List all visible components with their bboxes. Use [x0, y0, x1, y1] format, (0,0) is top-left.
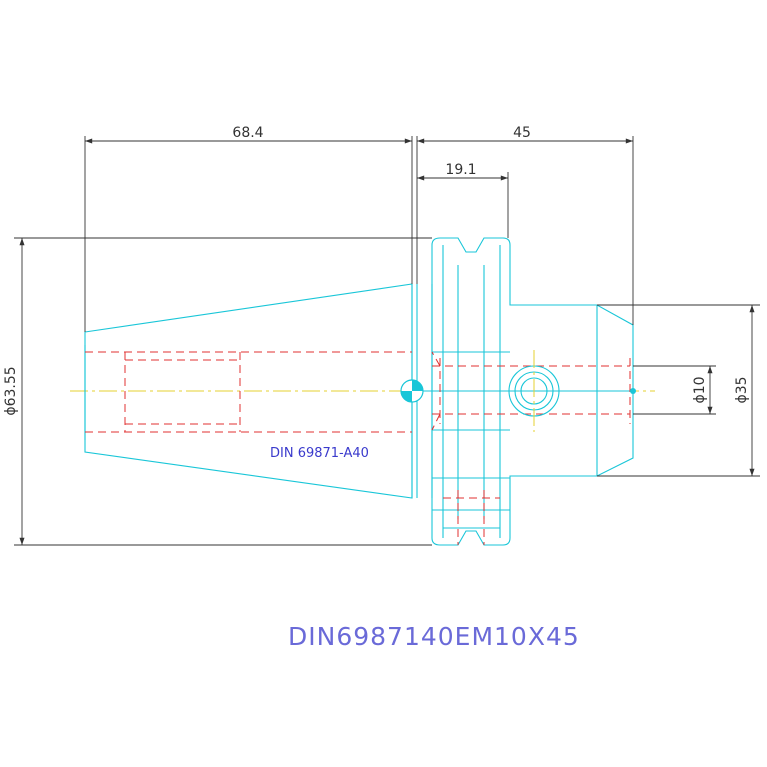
flange [417, 237, 634, 546]
dim-label-nose-length: 45 [513, 125, 531, 141]
drawing-background [0, 118, 767, 645]
dimension-flange-diameter [14, 237, 432, 546]
gauge-point-marker [400, 379, 636, 403]
dimension-nose-length [416, 136, 634, 325]
part-number: DIN6987140EM10X45 [288, 622, 580, 651]
set-screw-hole [508, 350, 560, 432]
dimension-bore-diameter [633, 365, 716, 415]
dimension-nose-diameter [597, 304, 760, 477]
dim-label-flange-diameter: ϕ63.55 [3, 366, 19, 415]
dim-label-flange-width: 19.1 [445, 162, 476, 178]
dimension-taper-length [84, 136, 413, 332]
dimension-flange-width [417, 172, 509, 238]
dim-label-nose-diameter: ϕ35 [734, 376, 750, 403]
spec-label: DIN 69871-A40 [270, 446, 369, 461]
hidden-bore-lines [85, 351, 631, 545]
dim-label-taper-length: 68.4 [232, 125, 263, 141]
dim-label-bore-diameter: ϕ10 [692, 376, 708, 403]
